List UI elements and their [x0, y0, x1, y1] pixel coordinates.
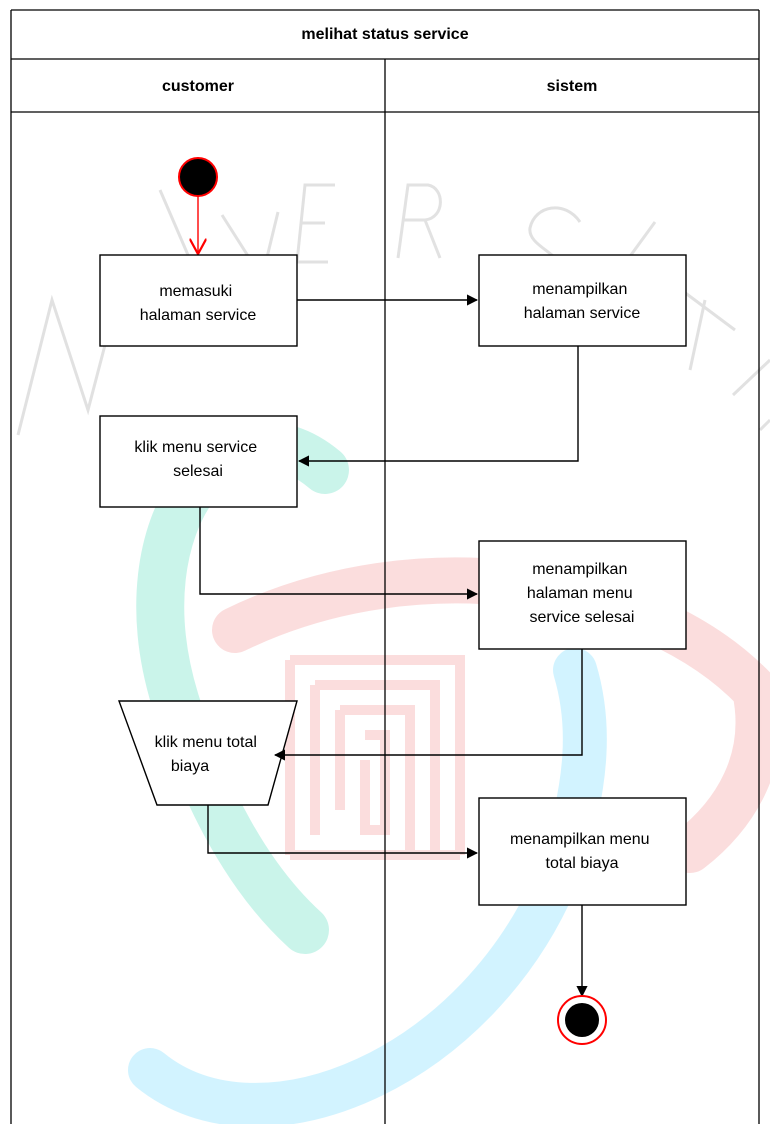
flow-n5-to-n6 — [207, 805, 479, 859]
start-node — [178, 157, 218, 197]
lane-header-customer: customer — [162, 78, 234, 95]
node-klik-menu-service-selesai — [99, 415, 298, 508]
flow-n3-to-n4 — [199, 507, 479, 600]
watermark-maze — [285, 655, 465, 860]
node-menampilkan-halaman-service-label: menampilkan halaman service — [524, 281, 641, 322]
watermark-logo — [16, 183, 770, 1124]
lane-header-sistem: sistem — [547, 78, 598, 95]
diagram-title: melihat status service — [301, 26, 468, 43]
node-menampilkan-halaman-service — [478, 254, 687, 347]
watermark-letter-e — [295, 183, 335, 264]
node-memasuki-halaman-service-label: memasuki halaman service — [140, 283, 257, 324]
watermark-letter-r — [396, 183, 442, 259]
node-klik-menu-total-biaya — [117, 700, 298, 806]
flow-n2-to-n3 — [297, 346, 579, 467]
flow-n4-to-n5 — [273, 649, 583, 761]
watermark-letter-a — [731, 358, 770, 432]
end-node — [557, 995, 607, 1045]
node-menampilkan-menu-total-biaya — [478, 797, 687, 906]
watermark-sky-arc — [128, 648, 607, 1124]
watermark-coral-arc — [212, 557, 770, 873]
node-menampilkan-menu-total-biaya-label: menampilkan menu total biaya — [510, 831, 654, 872]
node-menampilkan-halaman-menu-service-selesai — [478, 540, 687, 650]
node-menampilkan-halaman-menu-service-selesai-label: menampilkan halaman menu service selesai — [527, 561, 637, 626]
swimlane-frame — [10, 9, 760, 1124]
node-memasuki-halaman-service — [99, 254, 298, 347]
node-klik-menu-total-biaya-label: klik menu total biaya — [155, 734, 262, 775]
watermark-letter-i — [158, 189, 190, 256]
node-klik-menu-service-selesai-label: klik menu service selesai — [134, 439, 261, 480]
